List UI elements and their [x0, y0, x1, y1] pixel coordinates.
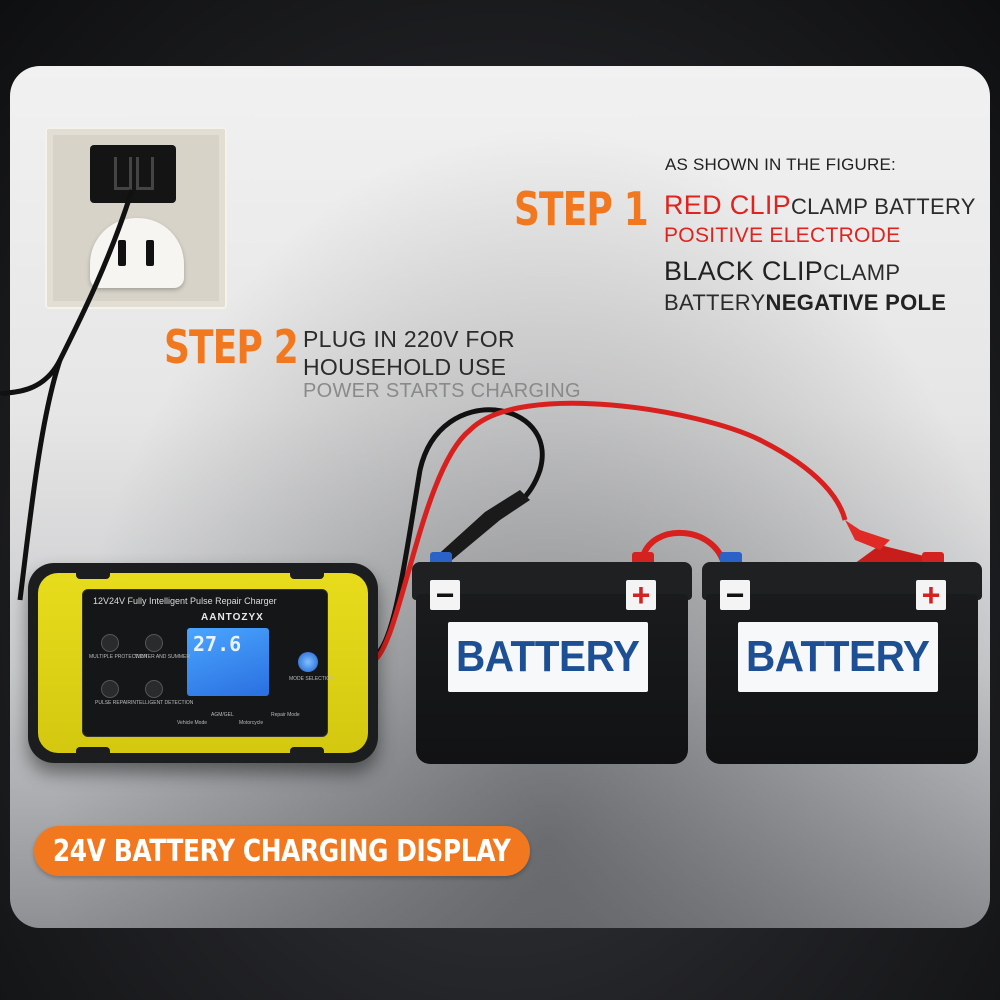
battery-2: − + BATTERY	[702, 552, 982, 772]
step2-title: STEP 2	[164, 320, 299, 374]
black-clip	[432, 490, 530, 570]
black-clip-target-prefix: BATTERY	[664, 290, 766, 315]
battery-label-text: BATTERY	[456, 632, 640, 681]
charger-brand: AANTOZYX	[201, 612, 264, 623]
negative-sign-icon: −	[430, 579, 460, 611]
step2-line2: HOUSEHOLD USE	[303, 354, 507, 380]
black-clip-instruction: BLACK CLIPCLAMP	[664, 256, 900, 287]
battery-label: BATTERY	[448, 622, 648, 692]
black-clip-label: BLACK CLIP	[664, 256, 824, 286]
charger-panel: 12V24V Fully Intelligent Pulse Repair Ch…	[82, 589, 334, 737]
step2-line3: POWER STARTS CHARGING	[303, 380, 581, 402]
mode-selection-label: MODE SELECTION	[289, 676, 334, 682]
battery-label: BATTERY	[738, 622, 938, 692]
battery-label-text: BATTERY	[746, 632, 930, 681]
pulse-repair-label: PULSE REPAIR	[95, 700, 132, 706]
black-clip-target-line: BATTERYNEGATIVE POLE	[664, 290, 946, 316]
red-clip-target: POSITIVE ELECTRODE	[664, 224, 901, 247]
step1-title: STEP 1	[514, 182, 649, 236]
figure-note: AS SHOWN IN THE FIGURE:	[665, 155, 896, 174]
red-clip-label: RED CLIP	[664, 190, 791, 220]
charger-title: 12V24V Fully Intelligent Pulse Repair Ch…	[93, 596, 277, 606]
banner-text: 24V BATTERY CHARGING DISPLAY	[53, 833, 511, 869]
positive-sign-icon: +	[916, 579, 946, 611]
battery-1: − + BATTERY	[412, 552, 692, 772]
red-clip-instruction: RED CLIPCLAMP BATTERY	[664, 190, 976, 221]
detection-button[interactable]	[145, 680, 163, 698]
mode-vehicle: Vehicle Mode	[177, 720, 208, 726]
black-clip-action: CLAMP	[823, 260, 901, 285]
protection-button[interactable]	[101, 634, 119, 652]
detection-label: INTELLIGENT DETECTION	[131, 700, 194, 706]
lcd-value: 27.6	[193, 632, 242, 656]
black-clip-cable	[374, 407, 545, 657]
outlet-socket	[90, 218, 184, 288]
red-clip-action: CLAMP BATTERY	[790, 194, 976, 219]
mode-selection-button[interactable]	[298, 652, 318, 672]
power-cord	[0, 189, 135, 398]
mode-repair: Repair Mode	[271, 712, 300, 718]
protection-label: MULTIPLE PROTECTION	[89, 654, 148, 660]
season-label: WINTER AND SUMMER	[135, 654, 190, 660]
battery-charger: 12V24V Fully Intelligent Pulse Repair Ch…	[28, 563, 378, 763]
mode-motorcycle: Motorcycle	[239, 720, 264, 726]
pulse-repair-button[interactable]	[101, 680, 119, 698]
plugged-in-plug	[90, 145, 176, 203]
season-button[interactable]	[145, 634, 163, 652]
red-clip-cable	[370, 400, 848, 665]
positive-sign-icon: +	[626, 579, 656, 611]
step2-line1: PLUG IN 220V FOR	[303, 326, 515, 352]
black-clip-target: NEGATIVE POLE	[765, 290, 947, 315]
charging-display-banner: 24V BATTERY CHARGING DISPLAY	[34, 826, 530, 876]
lcd-display: 27.6	[187, 628, 269, 696]
mode-agm: AGM/GEL	[211, 712, 234, 718]
negative-sign-icon: −	[720, 579, 750, 611]
